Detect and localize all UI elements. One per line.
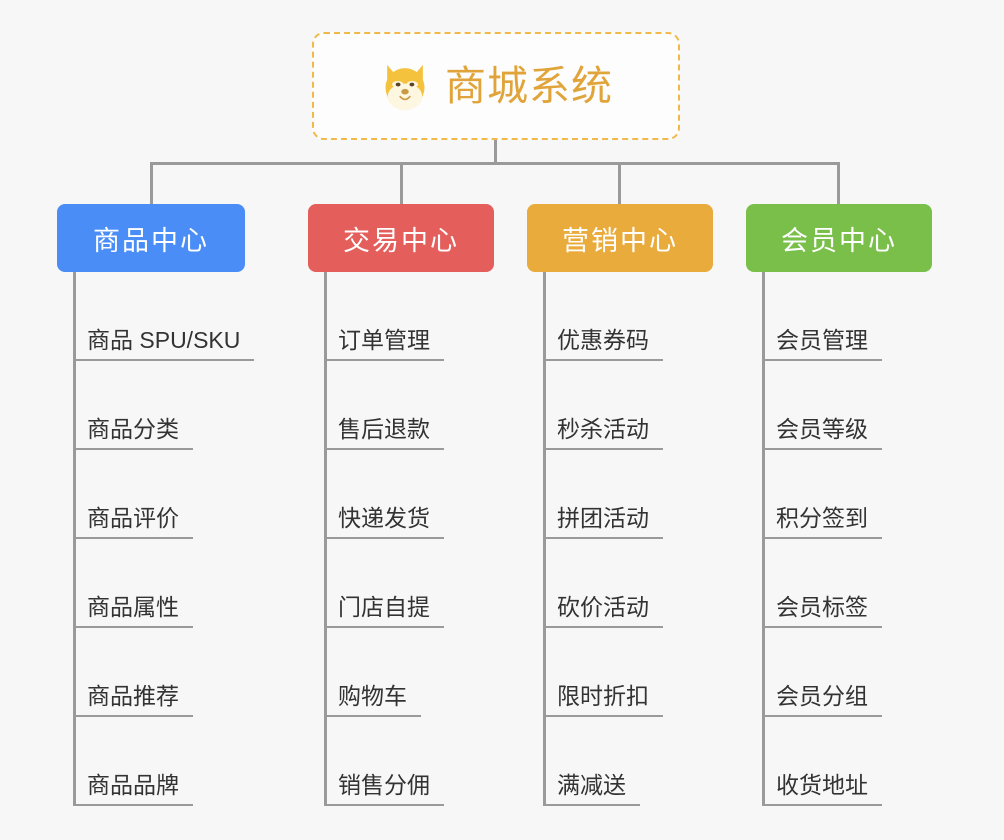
leaf-item[interactable]: 购物车 xyxy=(324,628,444,717)
connector-root-stem xyxy=(494,140,497,164)
leaf-label: 销售分佣 xyxy=(324,772,444,806)
shiba-dog-face-icon xyxy=(379,60,431,112)
category-header-4[interactable]: 会员中心 xyxy=(746,204,932,272)
leaf-item[interactable]: 销售分佣 xyxy=(324,717,444,806)
leaf-label: 购物车 xyxy=(324,683,421,717)
category-title-1: 商品中心 xyxy=(93,225,209,256)
leaf-label: 会员标签 xyxy=(762,594,882,628)
column-spine-3 xyxy=(543,272,546,806)
leaf-label: 售后退款 xyxy=(324,416,444,450)
leaf-item[interactable]: 收货地址 xyxy=(762,717,882,806)
leaf-label: 商品分类 xyxy=(73,416,193,450)
leaf-item[interactable]: 限时折扣 xyxy=(543,628,663,717)
leaf-label: 会员管理 xyxy=(762,327,882,361)
category-header-3[interactable]: 营销中心 xyxy=(527,204,713,272)
category-title-4: 会员中心 xyxy=(781,225,897,256)
leaf-list-4: 会员管理 会员等级 积分签到 会员标签 会员分组 收货地址 xyxy=(762,272,882,806)
category-header-1[interactable]: 商品中心 xyxy=(57,204,245,272)
connector-drop-2 xyxy=(400,162,403,206)
leaf-item[interactable]: 门店自提 xyxy=(324,539,444,628)
leaf-label: 订单管理 xyxy=(324,327,444,361)
leaf-label: 优惠券码 xyxy=(543,327,663,361)
column-spine-2 xyxy=(324,272,327,806)
column-spine-4 xyxy=(762,272,765,806)
leaf-item[interactable]: 会员标签 xyxy=(762,539,882,628)
root-title: 商城系统 xyxy=(445,62,613,109)
leaf-item[interactable]: 拼团活动 xyxy=(543,450,663,539)
connector-drop-4 xyxy=(837,162,840,206)
leaf-list-1: 商品 SPU/SKU 商品分类 商品评价 商品属性 商品推荐 商品品牌 xyxy=(73,272,255,806)
leaf-label: 砍价活动 xyxy=(543,594,663,628)
leaf-label: 商品品牌 xyxy=(73,772,193,806)
leaf-item[interactable]: 商品 SPU/SKU xyxy=(73,272,255,361)
leaf-item[interactable]: 订单管理 xyxy=(324,272,444,361)
leaf-label: 满减送 xyxy=(543,772,640,806)
category-title-2: 交易中心 xyxy=(343,225,459,256)
leaf-label: 商品评价 xyxy=(73,505,193,539)
leaf-item[interactable]: 满减送 xyxy=(543,717,663,806)
leaf-list-3: 优惠券码 秒杀活动 拼团活动 砍价活动 限时折扣 满减送 xyxy=(543,272,663,806)
leaf-item[interactable]: 优惠券码 xyxy=(543,272,663,361)
category-title-3: 营销中心 xyxy=(562,225,678,256)
leaf-item[interactable]: 秒杀活动 xyxy=(543,361,663,450)
leaf-item[interactable]: 积分签到 xyxy=(762,450,882,539)
leaf-item[interactable]: 快递发货 xyxy=(324,450,444,539)
connector-drop-1 xyxy=(150,162,153,206)
leaf-label: 限时折扣 xyxy=(543,683,663,717)
leaf-item[interactable]: 商品分类 xyxy=(73,361,254,450)
leaf-label: 商品 SPU/SKU xyxy=(73,327,255,361)
connector-bus xyxy=(150,162,840,165)
leaf-list-2: 订单管理 售后退款 快递发货 门店自提 购物车 销售分佣 xyxy=(324,272,444,806)
root-node[interactable]: 商城系统 xyxy=(312,32,680,140)
leaf-item[interactable]: 会员等级 xyxy=(762,361,882,450)
leaf-item[interactable]: 售后退款 xyxy=(324,361,444,450)
category-header-2[interactable]: 交易中心 xyxy=(308,204,494,272)
column-spine-1 xyxy=(73,272,76,806)
leaf-label: 拼团活动 xyxy=(543,505,663,539)
leaf-label: 门店自提 xyxy=(324,594,444,628)
leaf-label: 收货地址 xyxy=(762,772,882,806)
leaf-item[interactable]: 商品品牌 xyxy=(73,717,254,806)
leaf-item[interactable]: 商品评价 xyxy=(73,450,254,539)
connector-drop-3 xyxy=(618,162,621,206)
leaf-label: 快递发货 xyxy=(324,505,444,539)
leaf-label: 商品推荐 xyxy=(73,683,193,717)
leaf-label: 秒杀活动 xyxy=(543,416,663,450)
leaf-item[interactable]: 会员分组 xyxy=(762,628,882,717)
leaf-item[interactable]: 砍价活动 xyxy=(543,539,663,628)
leaf-label: 会员等级 xyxy=(762,416,882,450)
leaf-item[interactable]: 商品属性 xyxy=(73,539,254,628)
leaf-item[interactable]: 商品推荐 xyxy=(73,628,254,717)
leaf-label: 积分签到 xyxy=(762,505,882,539)
leaf-label: 会员分组 xyxy=(762,683,882,717)
leaf-label: 商品属性 xyxy=(73,594,193,628)
leaf-item[interactable]: 会员管理 xyxy=(762,272,882,361)
